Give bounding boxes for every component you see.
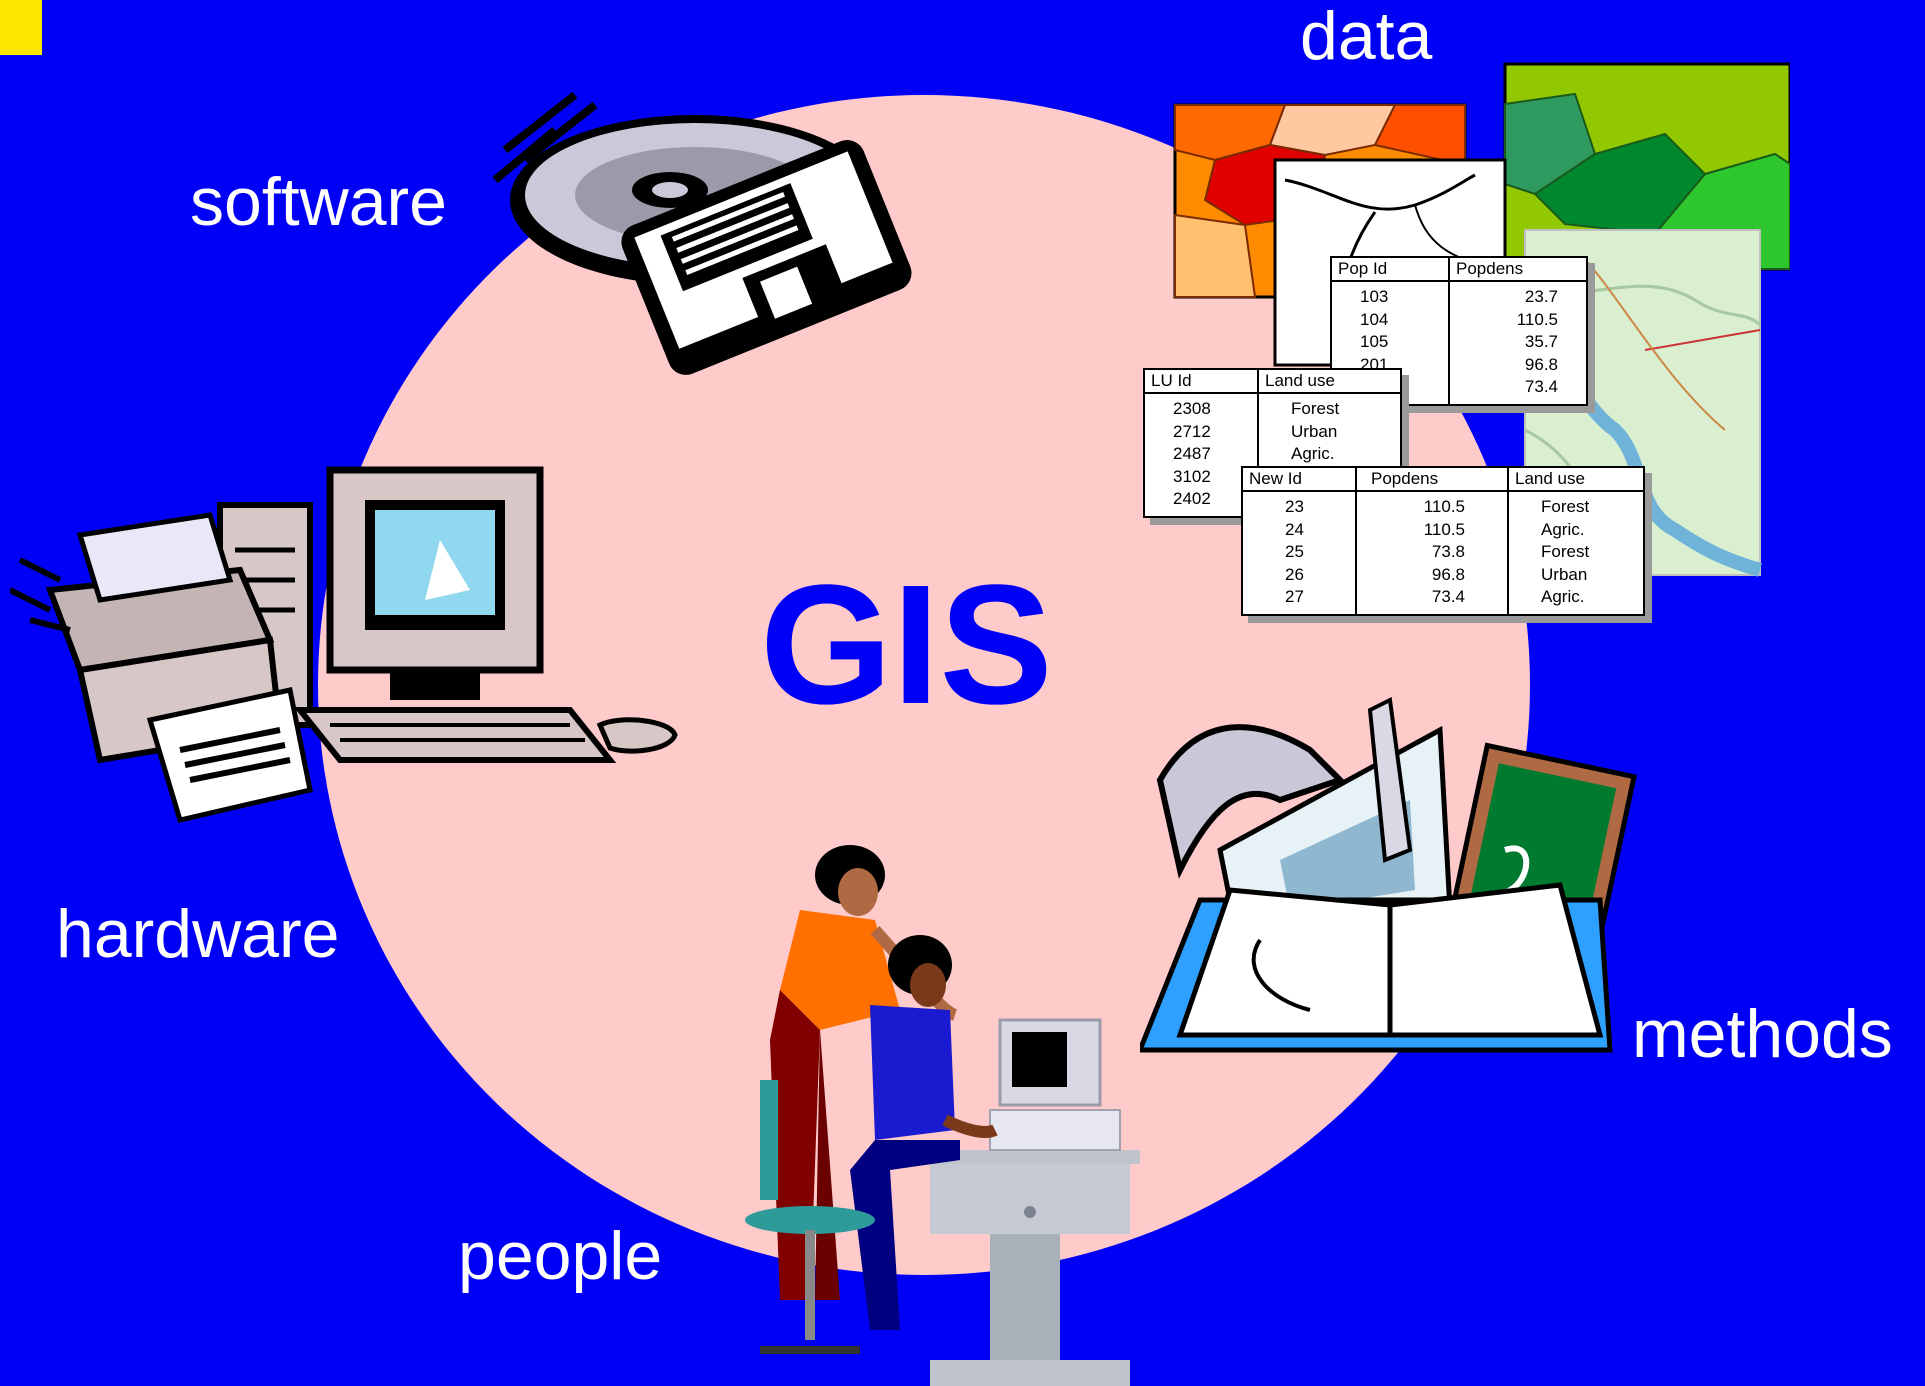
- table-cell: Agric.: [1541, 587, 1585, 606]
- table-cell: 73.4: [1431, 587, 1465, 606]
- lu-header-id: LU Id: [1145, 370, 1259, 394]
- table-cell: 110.5: [1423, 519, 1465, 539]
- table-cell: 105: [1360, 332, 1389, 351]
- people-working-icon: [745, 845, 1140, 1386]
- table-cell: Urban: [1541, 564, 1588, 584]
- table-cell: 27: [1285, 587, 1304, 606]
- table-cell: 110.5: [1516, 309, 1558, 329]
- label-hardware: hardware: [56, 896, 340, 972]
- new-header-landuse: Land use: [1508, 468, 1643, 492]
- label-methods: methods: [1632, 996, 1893, 1072]
- table-cell: 103: [1360, 287, 1389, 306]
- table-cell: Forest: [1291, 399, 1340, 418]
- table-cell: Agric.: [1541, 519, 1585, 539]
- new-header-popdens: Popdens: [1356, 468, 1509, 492]
- new-col-id: 23 24 25 26 27: [1243, 491, 1357, 614]
- table-cell: 24: [1285, 519, 1304, 539]
- slide-corner-accent: [0, 0, 42, 55]
- table-cell: Urban: [1291, 421, 1338, 441]
- table-cell: Forest: [1541, 542, 1590, 561]
- lu-header-landuse: Land use: [1258, 370, 1400, 394]
- table-cell: 23.7: [1524, 287, 1558, 306]
- table-cell: 26: [1285, 564, 1304, 584]
- table-cell: 25: [1285, 542, 1304, 561]
- table-cell: 96.8: [1524, 354, 1558, 374]
- table-cell: 110.5: [1423, 497, 1465, 516]
- joined-table: New Id Popdens Land use 23 24 25 26 27 1…: [1241, 466, 1645, 616]
- table-cell: 73.8: [1431, 542, 1465, 561]
- table-cell: 2487: [1173, 444, 1211, 463]
- table-cell: 35.7: [1524, 332, 1558, 351]
- table-cell: 23: [1285, 497, 1304, 516]
- pop-header-id: Pop Id: [1332, 258, 1450, 282]
- gis-title: GIS: [760, 550, 1053, 740]
- hardware-computer-icon: [10, 466, 678, 823]
- methods-book-icon: [1140, 696, 1637, 1053]
- new-col-landuse: Forest Agric. Forest Urban Agric.: [1508, 491, 1643, 614]
- table-cell: 104: [1360, 309, 1389, 329]
- table-cell: 96.8: [1431, 564, 1465, 584]
- table-cell: 3102: [1173, 466, 1211, 486]
- table-cell: 73.4: [1524, 377, 1558, 396]
- pop-header-popdens: Popdens: [1449, 258, 1586, 282]
- label-software: software: [190, 164, 447, 240]
- table-cell: 2402: [1173, 489, 1211, 508]
- pop-col-popdens: 23.7 110.5 35.7 96.8 73.4: [1449, 281, 1586, 404]
- new-col-popdens: 110.5 110.5 73.8 96.8 73.4: [1356, 491, 1509, 614]
- table-cell: 2712: [1173, 421, 1211, 441]
- lu-col-id: 2308 2712 2487 3102 2402: [1145, 393, 1259, 516]
- table-cell: 2308: [1173, 399, 1211, 418]
- table-cell: Forest: [1541, 497, 1590, 516]
- label-people: people: [458, 1218, 663, 1294]
- software-disk-icon: [492, 91, 912, 375]
- label-data: data: [1300, 0, 1433, 74]
- new-header-id: New Id: [1243, 468, 1357, 492]
- lu-col-landuse: Forest Urban Agric.: [1258, 393, 1400, 516]
- table-cell: Agric.: [1291, 444, 1335, 463]
